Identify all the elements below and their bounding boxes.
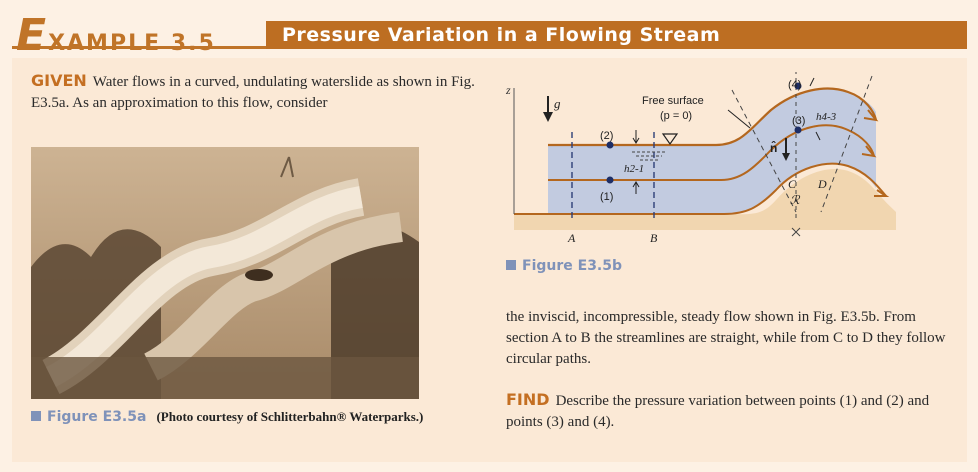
label-p-zero: (p = 0) — [660, 110, 692, 122]
given-continuation: the inviscid, incompressible, steady flo… — [506, 309, 946, 367]
label-D: D — [817, 177, 827, 191]
label-point-3: (3) — [792, 115, 805, 127]
label-free-surface: Free surface — [642, 95, 704, 107]
caption-square-icon — [506, 260, 516, 270]
label-A: A — [567, 231, 576, 245]
label-point-4: (4) — [788, 79, 801, 91]
given-label: GIVEN — [31, 71, 87, 90]
label-point-2: (2) — [600, 130, 613, 142]
example-title: Pressure Variation in a Flowing Stream — [266, 21, 967, 49]
label-z: z — [505, 83, 511, 97]
label-point-1: (1) — [600, 191, 613, 203]
label-h43: h4-3 — [816, 111, 837, 123]
example-initial: E — [16, 10, 49, 61]
label-h21: h2-1 — [624, 163, 644, 175]
figure-a-credit: (Photo courtesy of Schlitterbahn® Waterp… — [156, 409, 424, 424]
figure-b-label: Figure E3.5b — [522, 258, 623, 274]
find-label: FIND — [506, 390, 550, 409]
label-g: g — [554, 96, 561, 111]
example-header: EXAMPLE 3.5 Pressure Variation in a Flow… — [12, 10, 967, 61]
given-text-part1: Water flows in a curved, undulating wate… — [31, 74, 475, 111]
water-region — [548, 88, 876, 214]
example-rest: XAMPLE 3.5 — [48, 31, 216, 56]
find-text: Describe the pressure variation between … — [506, 393, 930, 430]
figure-a-label: Figure E3.5a — [47, 409, 147, 425]
streamline-surface — [548, 87, 878, 147]
caption-square-icon — [31, 411, 41, 421]
label-B: B — [650, 231, 658, 245]
streamline-middle — [548, 124, 875, 181]
figure-a-caption: Figure E3.5a (Photo courtesy of Schlitter… — [31, 407, 451, 427]
flow-diagram: z g Free surface (p = 0) (2) (1) h2-1 (4… — [505, 72, 896, 245]
example-number: EXAMPLE 3.5 — [16, 10, 216, 61]
label-radius: ℛ — [790, 193, 801, 207]
label-C: C — [788, 177, 797, 191]
figure-b-caption: Figure E3.5b — [506, 256, 706, 276]
label-normal: n̂ — [770, 140, 777, 155]
waterslide-photo — [31, 147, 419, 399]
waterslide-photo-illustration — [31, 147, 419, 399]
streamline-bottom — [514, 162, 887, 215]
